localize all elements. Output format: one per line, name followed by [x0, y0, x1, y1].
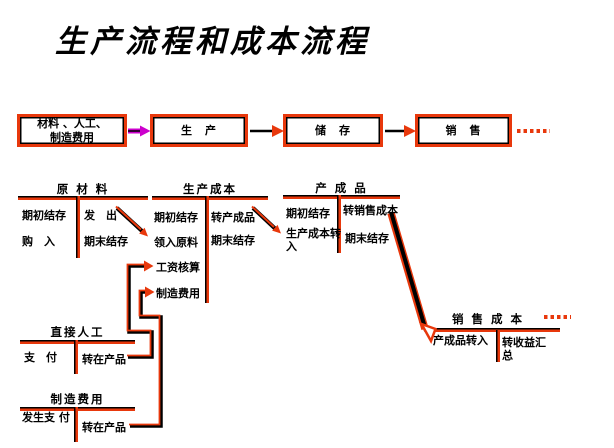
mfg-overhead-divider — [74, 407, 78, 442]
raw-materials-divider — [76, 196, 80, 258]
raw-materials-topline — [18, 196, 148, 200]
cost-of-sales-credit-1: 转收益汇总 — [502, 336, 546, 362]
flow-box-production: 生 产 — [150, 114, 248, 147]
flow-box-storage: 储 存 — [283, 114, 383, 147]
finished-goods-topline — [283, 195, 400, 199]
mfg-overhead-credit-1: 转在产品 — [82, 421, 126, 434]
issue-to-production-arrow-icon — [115, 205, 148, 237]
flow-arrow-icon — [250, 125, 284, 137]
flow-box-materials-line1: 材料 、人工、 — [37, 116, 107, 130]
account-name-cost-of-sales: 销 售 成 本 — [451, 312, 524, 326]
direct-labor-credit-1: 转在产品 — [82, 353, 126, 366]
production-cost-topline — [152, 196, 268, 200]
finished-goods-debit-1: 期初结存 — [286, 207, 330, 220]
flow-box-sales-label: 销 售 — [445, 123, 482, 137]
direct-labor-debit-1: 支 付 — [24, 351, 57, 364]
flow-box-materials-line2: 制造费用 — [50, 130, 94, 144]
account-name-finished-goods: 产 成 品 — [315, 181, 368, 195]
production-cost-credit-2: 期末结存 — [211, 234, 255, 247]
account-name-production-cost: 生产成本 — [183, 182, 237, 196]
production-cost-debit-4: 制造费用 — [156, 287, 200, 300]
account-name-direct-labor: 直接人工 — [50, 325, 105, 339]
flow-box-materials: 材料 、人工、 制造费用 — [17, 114, 127, 147]
raw-materials-credit-2: 期末结存 — [84, 235, 128, 248]
mfg-overhead-debit-1: 发生支 付 — [22, 411, 70, 424]
account-name-mfg-overhead: 制造费用 — [50, 392, 105, 406]
cost-of-sales-debit-1: 产成品转入 — [433, 334, 488, 347]
production-cost-credit-1: 转产成品 — [211, 211, 255, 224]
flow-box-production-label: 生 产 — [181, 123, 217, 137]
flow-box-sales: 销 售 — [415, 114, 512, 147]
account-name-raw-materials: 原 材 料 — [56, 182, 110, 196]
cost-of-sales-divider — [496, 330, 500, 362]
production-cost-debit-1: 期初结存 — [154, 211, 198, 224]
raw-materials-debit-1: 期初结存 — [22, 209, 66, 222]
raw-materials-credit-1: 发 出 — [84, 209, 117, 222]
cost-to-finished-goods-arrow-icon — [251, 205, 281, 234]
direct-labor-divider — [74, 340, 78, 374]
finished-goods-credit-2: 期末结存 — [345, 232, 389, 245]
flow-arrow-magenta-icon — [128, 125, 151, 137]
page-title: 生产流程和成本流程 — [55, 24, 370, 60]
cost-of-sales-topline — [428, 328, 560, 332]
flow-arrow-icon — [385, 125, 416, 137]
production-cost-debit-3: 工资核算 — [156, 261, 200, 274]
flow-box-storage-label: 储 存 — [315, 123, 351, 137]
finished-goods-divider — [337, 195, 341, 253]
finished-goods-credit-1: 转销售成本 — [343, 204, 398, 217]
production-cost-divider — [205, 196, 209, 303]
production-cost-debit-2: 领入原料 — [154, 236, 198, 249]
finished-goods-debit-2: 生产成本转入 — [286, 227, 341, 253]
raw-materials-debit-2: 购 入 — [22, 235, 55, 248]
